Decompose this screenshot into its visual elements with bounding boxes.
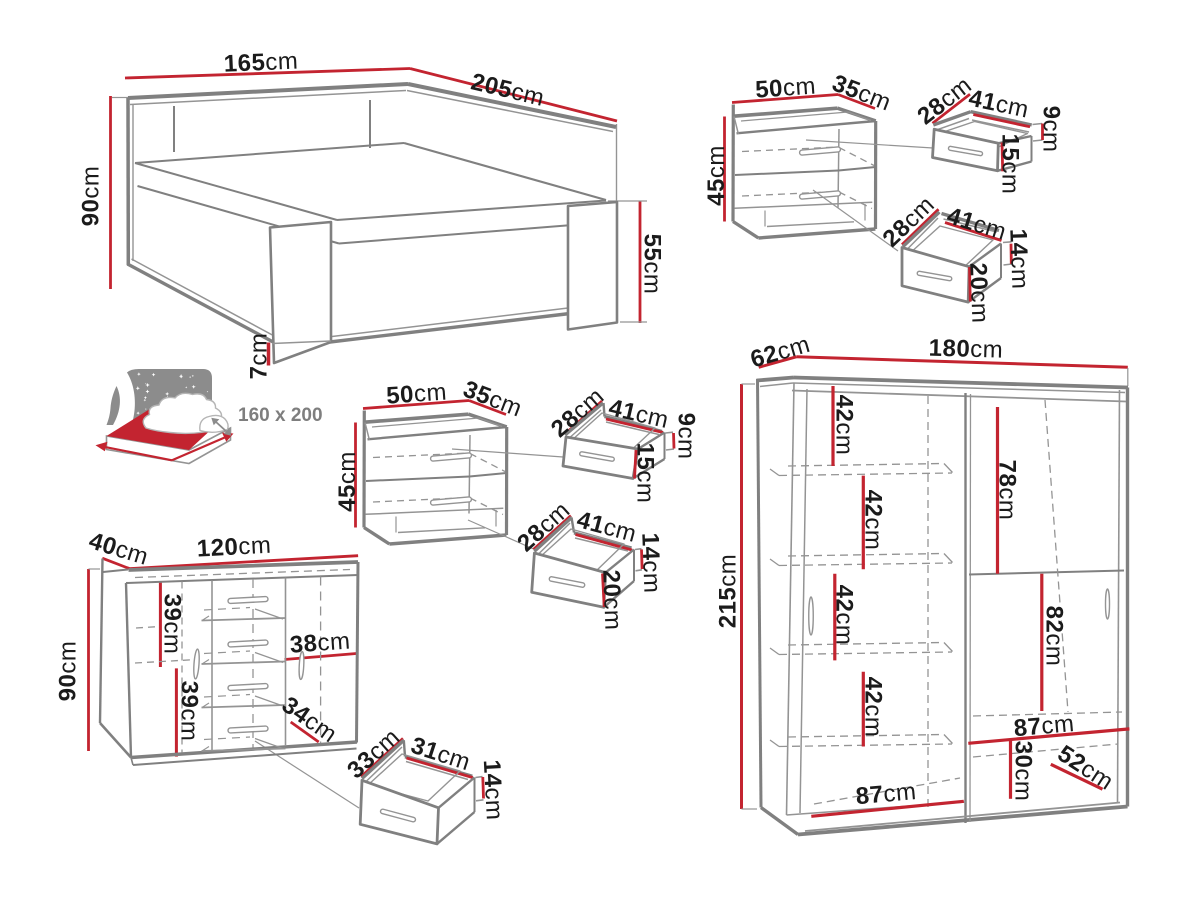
svg-text:20cm: 20cm xyxy=(964,262,993,324)
svg-text:160 x 200: 160 x 200 xyxy=(238,405,323,426)
svg-text:45cm: 45cm xyxy=(703,145,730,206)
svg-text:42cm: 42cm xyxy=(830,395,857,456)
svg-text:87cm: 87cm xyxy=(1013,710,1076,742)
svg-text:9cm: 9cm xyxy=(672,413,699,460)
svg-text:30cm: 30cm xyxy=(1009,741,1036,802)
svg-text:50cm: 50cm xyxy=(754,73,816,104)
svg-text:180cm: 180cm xyxy=(928,335,1003,364)
svg-text:14cm: 14cm xyxy=(478,759,508,821)
svg-text:15cm: 15cm xyxy=(631,443,658,504)
svg-text:42cm: 42cm xyxy=(859,677,886,738)
svg-text:14cm: 14cm xyxy=(1004,228,1033,290)
svg-text:82cm: 82cm xyxy=(1040,606,1067,667)
svg-text:45cm: 45cm xyxy=(334,451,361,512)
svg-text:38cm: 38cm xyxy=(289,628,351,659)
svg-text:215cm: 215cm xyxy=(715,554,742,629)
svg-text:42cm: 42cm xyxy=(830,585,857,646)
svg-text:39cm: 39cm xyxy=(158,594,185,655)
svg-text:20cm: 20cm xyxy=(597,569,626,631)
svg-text:15cm: 15cm xyxy=(996,134,1023,195)
svg-text:90cm: 90cm xyxy=(55,641,82,702)
svg-text:120cm: 120cm xyxy=(196,532,272,563)
svg-text:39cm: 39cm xyxy=(175,681,202,742)
svg-text:90cm: 90cm xyxy=(78,166,105,227)
svg-text:78cm: 78cm xyxy=(993,460,1020,521)
svg-text:165cm: 165cm xyxy=(223,48,299,78)
svg-text:7cm: 7cm xyxy=(246,333,273,380)
svg-text:50cm: 50cm xyxy=(385,379,447,410)
svg-text:41cm: 41cm xyxy=(966,85,1031,124)
svg-text:87cm: 87cm xyxy=(855,778,918,810)
svg-text:42cm: 42cm xyxy=(859,490,886,551)
svg-text:55cm: 55cm xyxy=(638,234,665,295)
svg-text:14cm: 14cm xyxy=(636,532,665,594)
svg-text:9cm: 9cm xyxy=(1037,106,1064,153)
